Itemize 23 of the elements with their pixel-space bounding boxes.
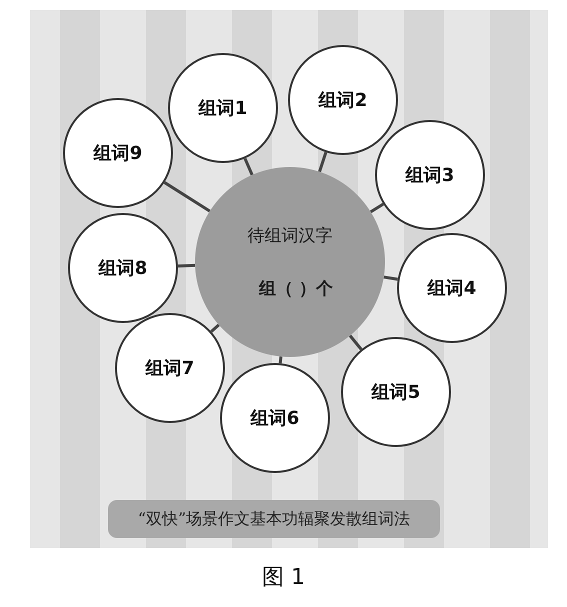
word-label: 组词4 (428, 277, 476, 300)
word-label: 组词7 (146, 357, 194, 380)
center-text: 待组词汉字 (248, 225, 332, 247)
word-label: 组词3 (406, 164, 454, 187)
connector-line (164, 181, 211, 212)
word-label: 组词1 (198, 97, 248, 120)
figure-caption: 图 1 (261, 564, 306, 592)
center-text: 组（ ）个 (259, 278, 333, 300)
connector-line (370, 202, 384, 214)
word-label: 组词5 (372, 381, 420, 404)
connector-line (244, 158, 254, 176)
word-label: 组词2 (318, 89, 368, 112)
connector-line (318, 152, 328, 172)
connector-line (210, 324, 220, 333)
connector-line (278, 356, 282, 364)
title-banner (108, 500, 440, 538)
word-label: 组词9 (94, 142, 142, 165)
word-label: 组词8 (98, 257, 148, 280)
banner-text: “双快”场景作文基本功辐聚发散组词法 (138, 508, 410, 530)
connector-line (178, 264, 196, 268)
connector-line (348, 334, 362, 350)
connector-line (384, 276, 398, 281)
word-label: 组词6 (250, 407, 300, 430)
